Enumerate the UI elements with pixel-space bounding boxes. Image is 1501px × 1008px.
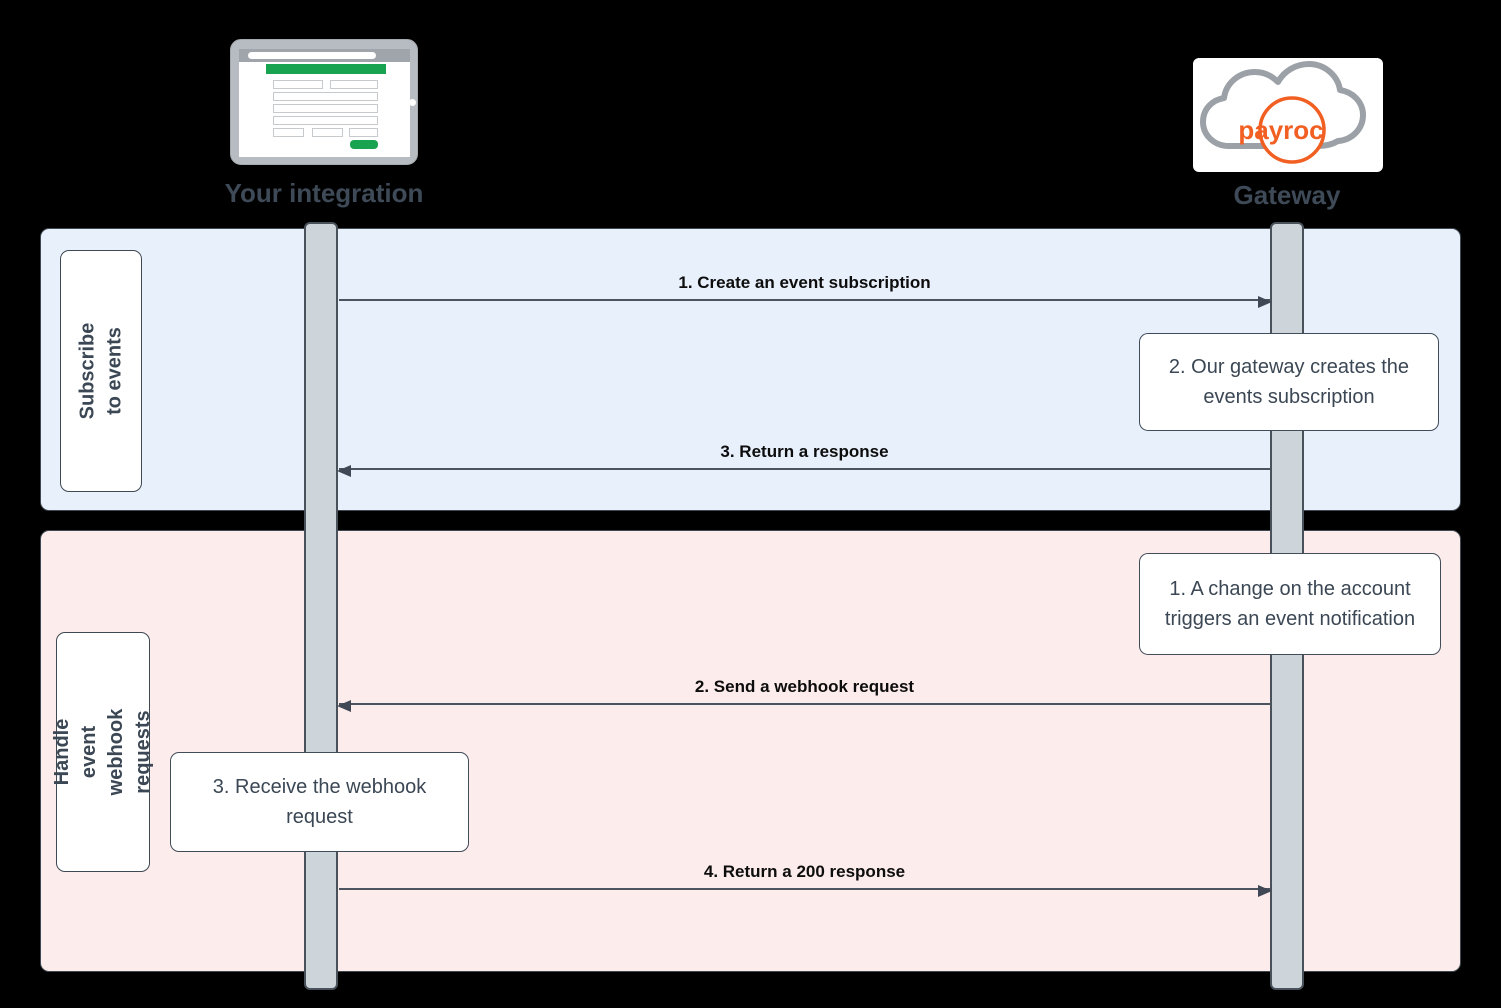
arrow-head-icon	[1258, 296, 1272, 308]
note-gateway-creates-subscription: 2. Our gateway creates the events subscr…	[1139, 333, 1439, 431]
message-label: 1. Create an event subscription	[678, 273, 931, 292]
payroc-circle	[1258, 96, 1326, 164]
form-field	[273, 80, 323, 89]
note-account-change-triggers-event: 1. A change on the account triggers an e…	[1139, 553, 1441, 655]
arrow-line	[339, 468, 1270, 470]
arrow-line	[339, 703, 1270, 705]
browser-address-bar	[239, 49, 410, 62]
form-field	[349, 128, 378, 137]
arrow-line	[339, 888, 1270, 890]
message-label: 2. Send a webhook request	[694, 677, 915, 696]
payroc-cloud-logo: payroc	[1193, 58, 1383, 172]
submit-button-shape	[350, 140, 378, 149]
arrow-head-icon	[337, 700, 351, 712]
browser-screen	[239, 49, 410, 157]
lifeline-integration	[304, 222, 338, 990]
lane-title-subscribe: Subscribe to events	[60, 250, 142, 492]
form-field	[273, 92, 378, 101]
message-label: 4. Return a 200 response	[703, 862, 906, 881]
message-return-200: 4. Return a 200 response	[339, 850, 1272, 897]
lane-title-handle: Handle event webhook requests	[51, 632, 154, 872]
actor-label-gateway: Gateway	[1233, 180, 1341, 210]
tablet-home-button	[409, 99, 416, 106]
lane-title-handle-text: Handle event webhook requests	[51, 708, 154, 796]
payroc-wordmark: payroc	[1238, 115, 1323, 145]
lane-title-subscribe-text: Subscribe to events	[76, 322, 126, 420]
message-create-subscription: 1. Create an event subscription	[339, 261, 1272, 308]
cloud-icon: payroc	[1200, 61, 1366, 164]
actor-label-integration: Your integration	[224, 178, 424, 208]
arrow-head-icon	[337, 465, 351, 477]
form-field	[273, 128, 304, 137]
browser-window-icon	[230, 39, 418, 165]
url-pill	[248, 52, 376, 59]
message-send-webhook: 2. Send a webhook request	[337, 665, 1270, 712]
form-field	[273, 116, 378, 125]
message-return-response: 3. Return a response	[337, 430, 1270, 477]
form-field	[330, 80, 378, 89]
form-field	[273, 104, 378, 113]
arrow-line	[339, 299, 1270, 301]
message-label: 3. Return a response	[720, 442, 889, 461]
form-field	[312, 128, 343, 137]
note-receive-webhook-request: 3. Receive the webhook request	[170, 752, 469, 852]
arrow-head-icon	[1258, 885, 1272, 897]
page-header-bar	[266, 64, 386, 74]
